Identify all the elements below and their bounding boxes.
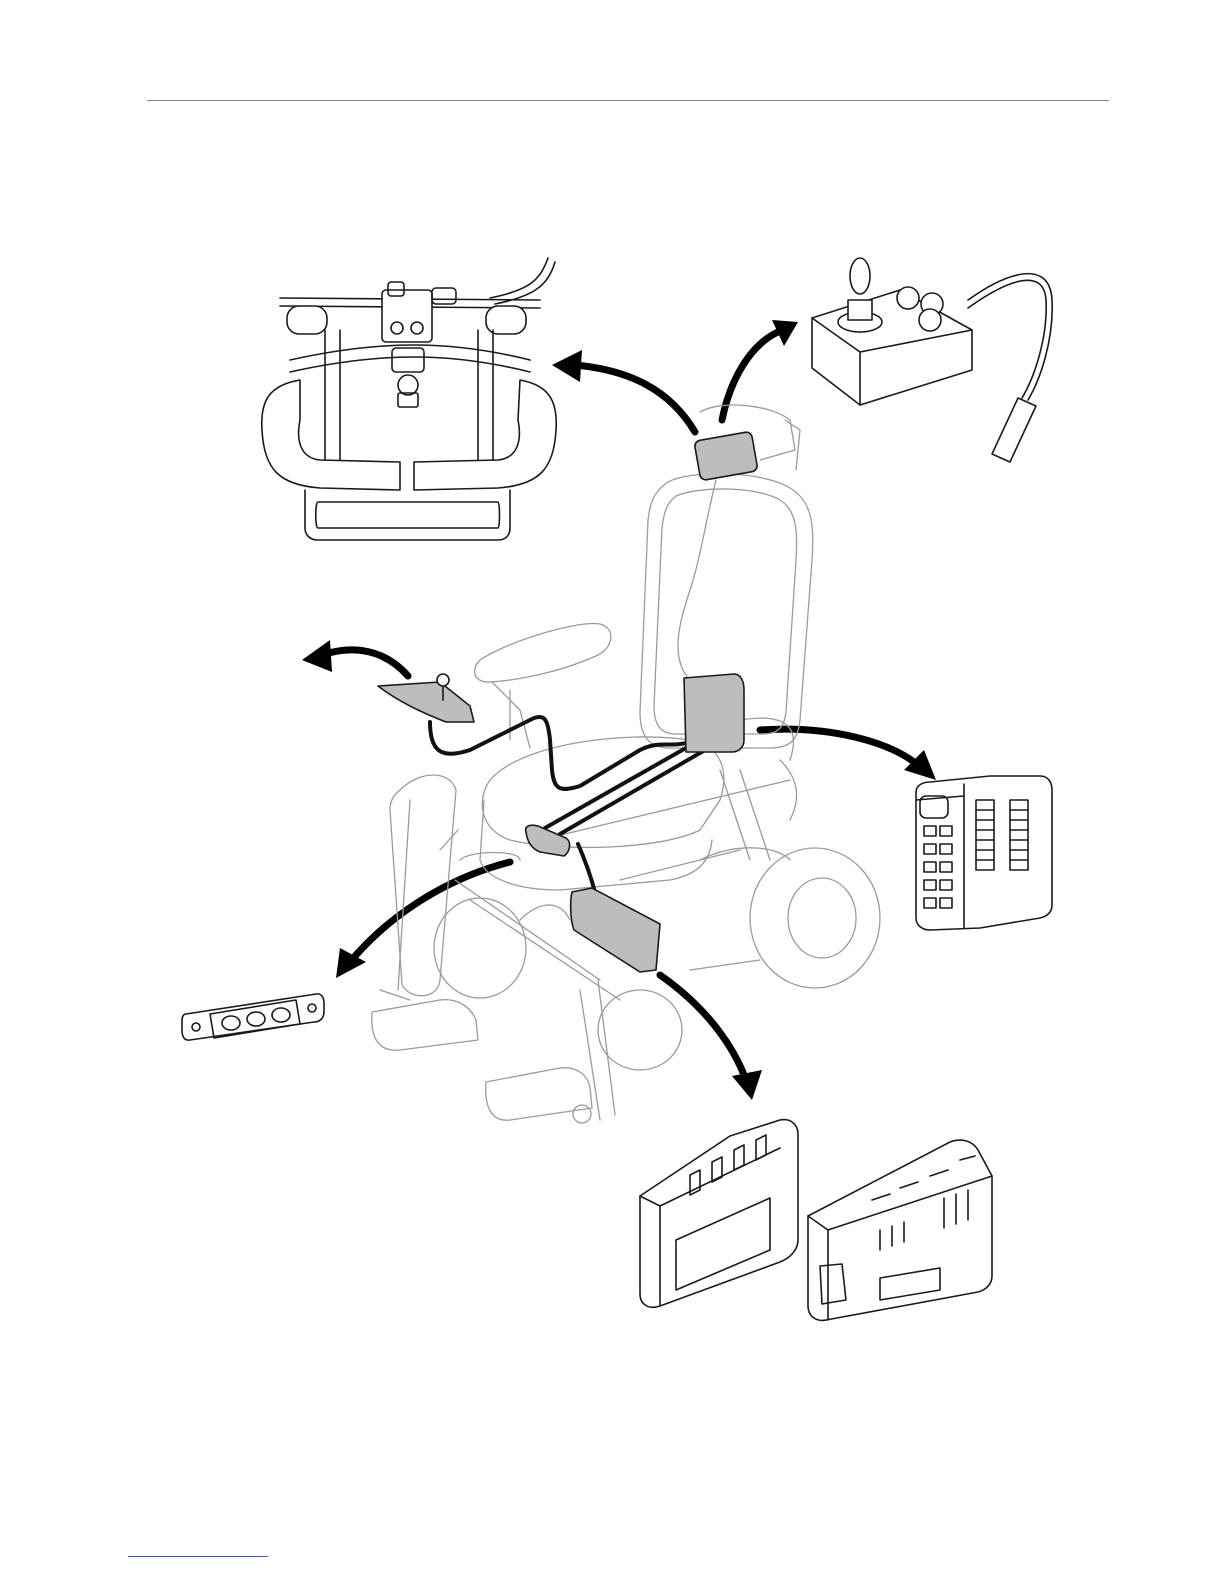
footer-link-underline[interactable] bbox=[128, 1556, 268, 1557]
joystick-illustration bbox=[812, 258, 1052, 462]
seating-module-illustration bbox=[916, 776, 1052, 930]
power-module-illustration bbox=[640, 1120, 992, 1321]
wheelchair-outline bbox=[372, 405, 880, 1123]
attendant-control-illustration bbox=[262, 258, 556, 540]
bus-connector-illustration bbox=[182, 994, 324, 1040]
